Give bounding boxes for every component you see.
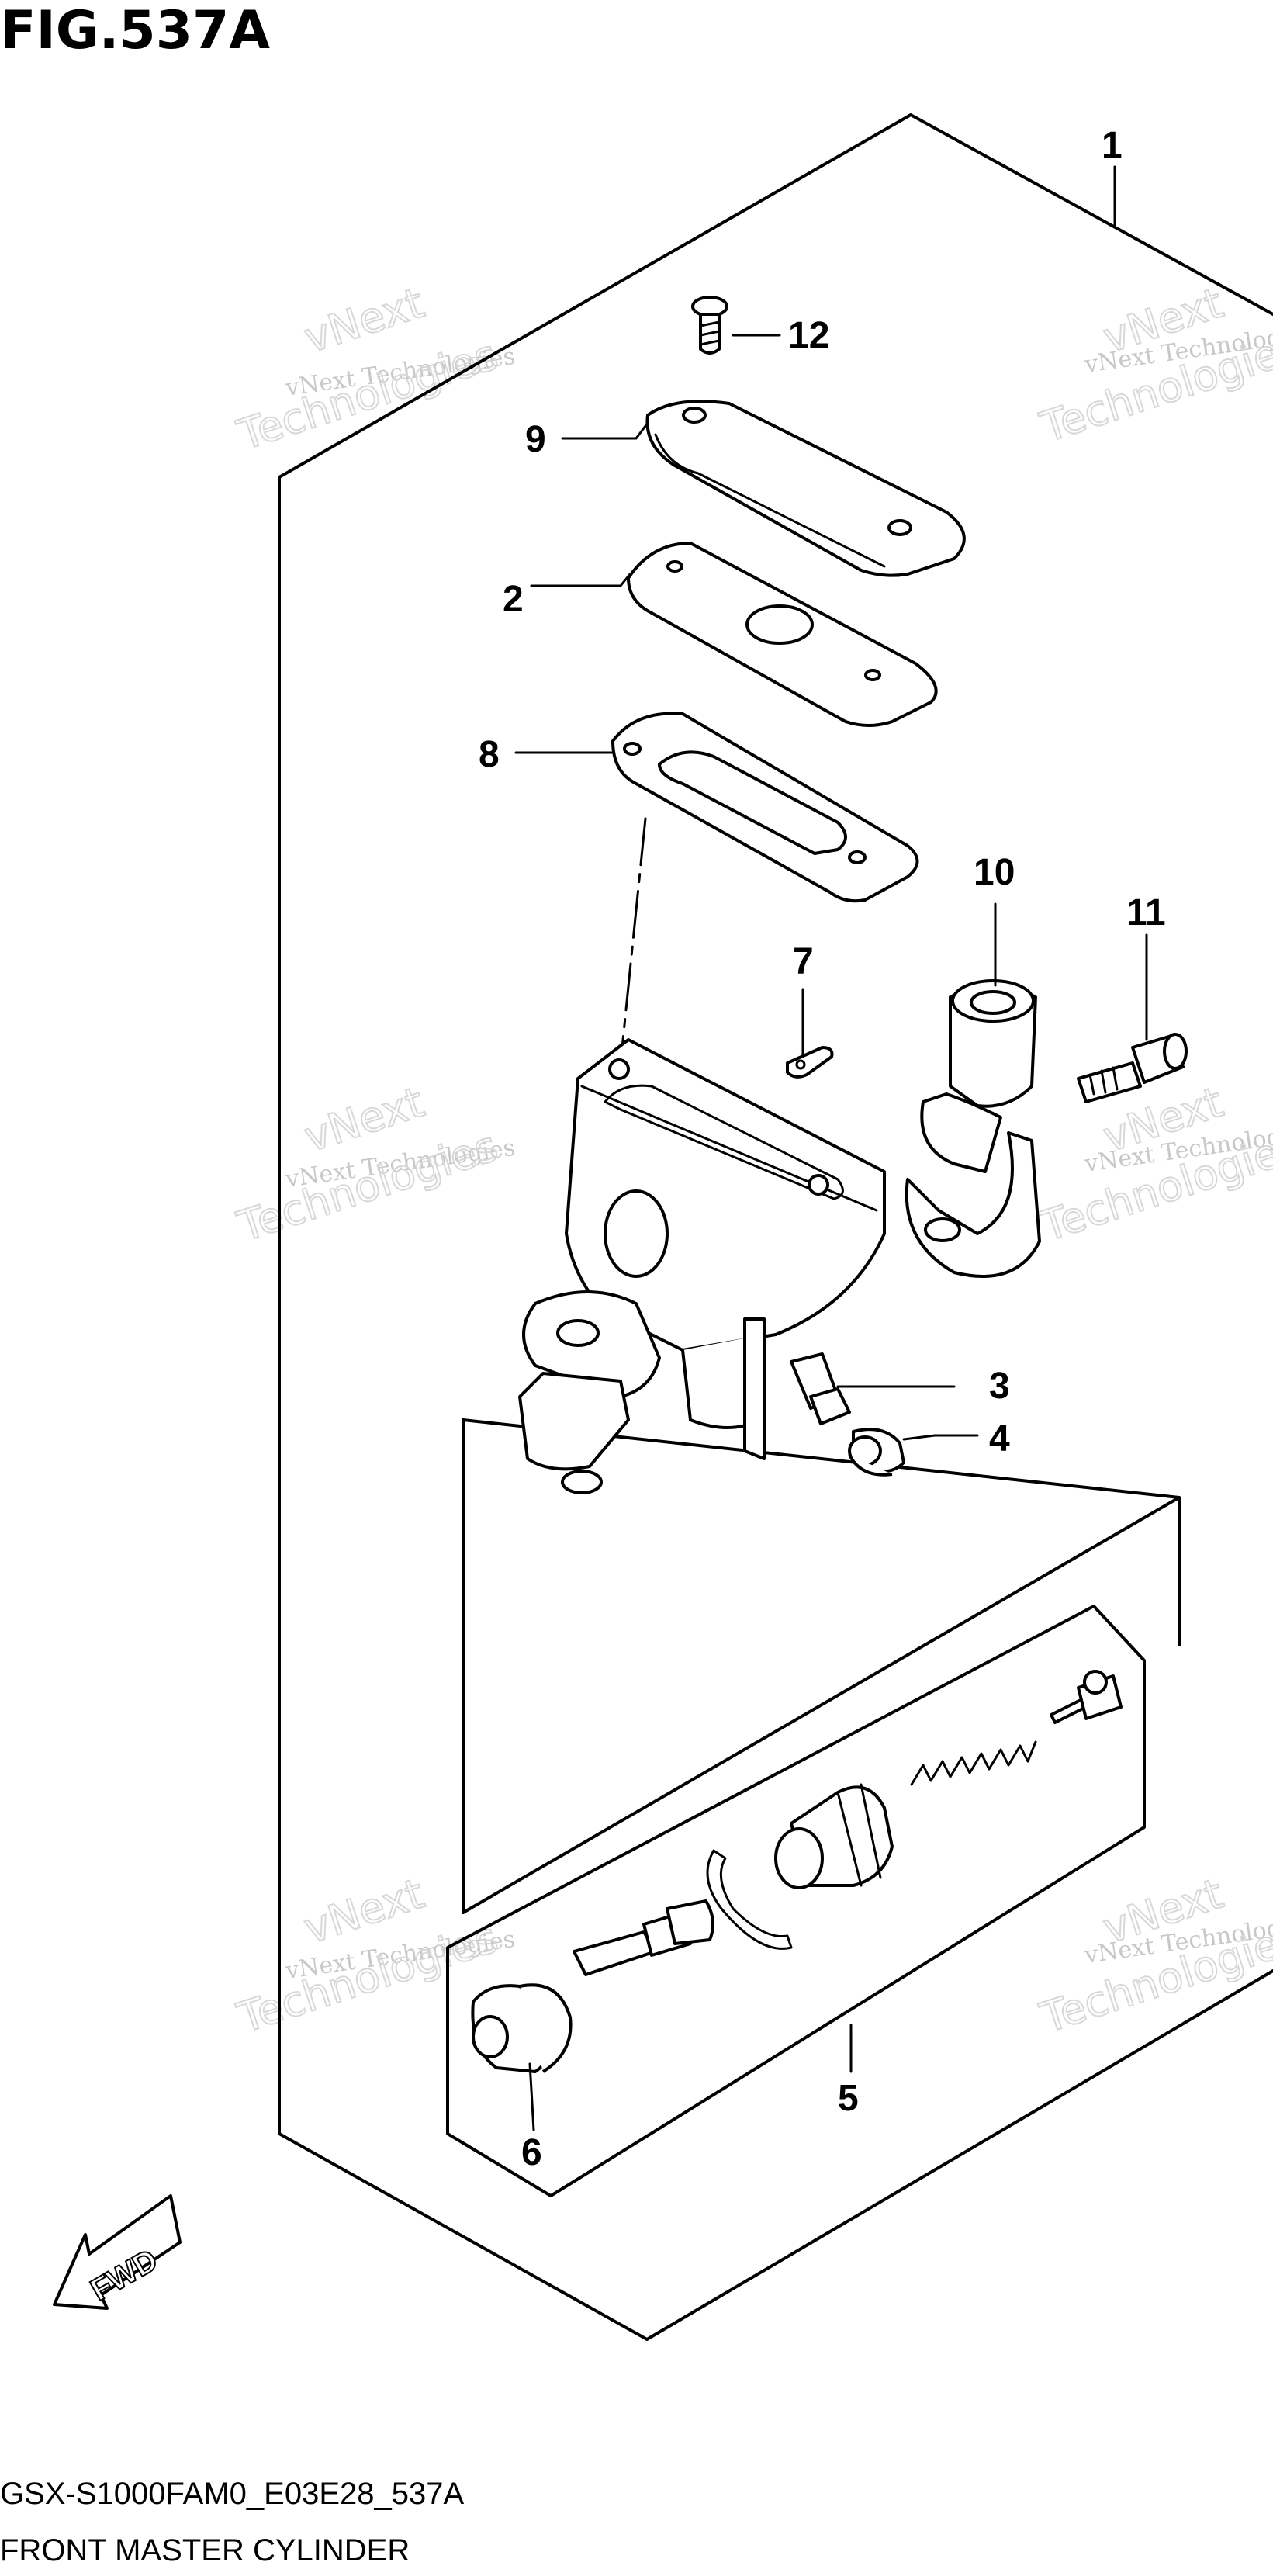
leader-line-4 bbox=[902, 1434, 979, 1441]
assembly-boundary bbox=[278, 113, 1273, 2341]
dust-boot-part bbox=[471, 1983, 573, 2073]
watermark-bottom-right: vNext Technologies vNext Technologies bbox=[1034, 1868, 1273, 2044]
fwd-direction-arrow: FWD bbox=[53, 2194, 182, 2310]
callout-4: 4 bbox=[989, 1418, 1010, 1459]
leader-line-9 bbox=[561, 421, 649, 440]
diaphragm-part bbox=[611, 712, 919, 903]
piston-kit-box bbox=[446, 1418, 1181, 2197]
callout-6: 6 bbox=[521, 2132, 542, 2173]
piston-assembly-part bbox=[573, 1670, 1123, 1976]
watermark-top-left: vNext Technologies vNext Technologies bbox=[231, 278, 517, 461]
alignment-line bbox=[619, 817, 647, 1065]
callout-7: 7 bbox=[793, 941, 814, 982]
callout-2: 2 bbox=[503, 579, 524, 620]
model-code: GSX-S1000FAM0_E03E28_537A bbox=[0, 2477, 465, 2511]
reservoir-cap-part bbox=[645, 400, 966, 577]
watermark-text: vNext bbox=[299, 279, 431, 363]
screw-part bbox=[691, 296, 728, 355]
leader-line-6 bbox=[528, 2062, 535, 2131]
clamp-bolt-part bbox=[1077, 1033, 1188, 1103]
leader-line-2 bbox=[530, 573, 631, 587]
bleeder-cap-part bbox=[848, 1428, 905, 1477]
callout-12: 12 bbox=[788, 315, 829, 356]
master-cylinder-body bbox=[518, 1038, 886, 1494]
diagram-caption: FRONT MASTER CYLINDER bbox=[0, 2533, 410, 2567]
watermark-mid-left: vNext Technologies vNext Technologies bbox=[231, 1077, 517, 1252]
callout-3: 3 bbox=[989, 1366, 1010, 1407]
bleeder-screw-part bbox=[790, 1352, 851, 1425]
callout-10: 10 bbox=[974, 852, 1015, 893]
clip-part bbox=[786, 1046, 834, 1079]
watermark-mid-right: vNext Technologies vNext Technologies bbox=[1034, 1077, 1273, 1252]
diaphragm-plate-part bbox=[627, 542, 938, 727]
callout-1: 1 bbox=[1102, 125, 1123, 166]
callout-5: 5 bbox=[838, 2078, 859, 2119]
figure-title: FIG.537A bbox=[0, 0, 270, 61]
callout-9: 9 bbox=[525, 419, 546, 460]
callout-8: 8 bbox=[479, 734, 500, 775]
watermark-text: Technologies bbox=[232, 330, 503, 459]
leader-lines bbox=[514, 165, 1148, 2131]
clamp-holder-part bbox=[905, 979, 1041, 1278]
watermark-top-right: vNext Technologies vNext Technologies bbox=[1034, 278, 1273, 453]
callout-11: 11 bbox=[1126, 892, 1166, 933]
